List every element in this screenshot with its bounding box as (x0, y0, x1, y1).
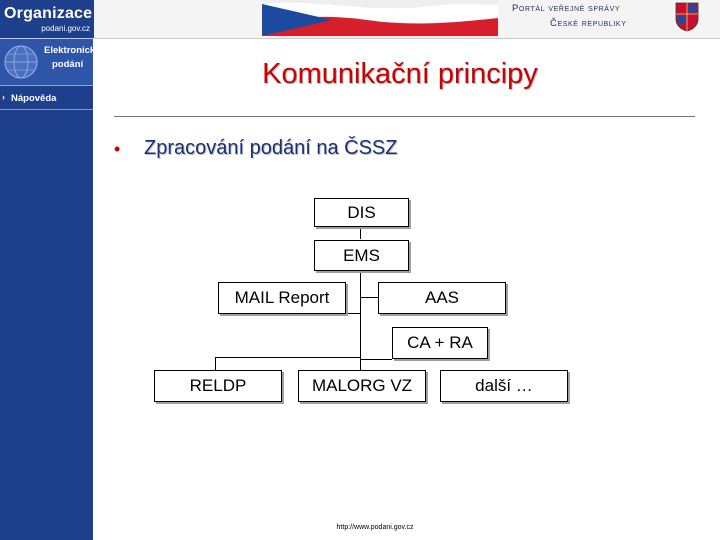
organization-title: Organizace (4, 5, 92, 23)
sidebar: Elektronická podání › Nápověda (0, 39, 93, 540)
node-dis: DIS (314, 198, 409, 227)
czech-flag-banner (262, 0, 498, 36)
service-label-line-1: Elektronická (44, 45, 101, 56)
slide-title: Komunikační principy (100, 58, 700, 91)
node-malorg-vz: MALORG VZ (298, 370, 426, 402)
globe-icon (2, 43, 40, 81)
portal-subtitle: České republiky (550, 18, 626, 29)
connector-trunk-reldp (215, 357, 361, 358)
organization-url: podani.gov.cz (41, 24, 90, 33)
node-aas: AAS (378, 282, 506, 314)
electronic-filing-link[interactable]: Elektronická podání (0, 39, 93, 86)
node-mail-report: MAIL Report (218, 282, 346, 314)
connector-reldp-drop (215, 357, 216, 370)
node-ems: EMS (314, 240, 409, 271)
connector-trunk (360, 271, 361, 371)
title-divider (114, 116, 695, 117)
node-dalsi: další … (440, 370, 568, 402)
node-ca-ra: CA + RA (392, 327, 488, 359)
connector-ems-aas (360, 297, 378, 298)
top-header: Organizace podani.gov.cz Portál veřejné … (0, 0, 720, 39)
connector-dis-ems (360, 227, 361, 239)
footer-url[interactable]: http://www.podani.gov.cz (300, 524, 450, 531)
sidebar-divider (0, 109, 93, 110)
portal-title: Portál veřejné správy (512, 3, 620, 14)
service-label-line-2: podání (52, 59, 83, 70)
state-emblem-icon (675, 2, 699, 32)
sidebar-item-help[interactable]: › Nápověda (0, 92, 93, 106)
sidebar-item-label: Nápověda (11, 93, 56, 104)
node-reldp: RELDP (154, 370, 282, 402)
bullet-text: Zpracování podání na ČSSZ (144, 137, 397, 160)
connector-ca-stub (360, 359, 392, 360)
bullet-icon: • (114, 139, 120, 160)
arrow-right-icon: › (2, 92, 5, 102)
connector-ems-mail (346, 313, 360, 314)
organization-banner[interactable]: Organizace podani.gov.cz (0, 0, 94, 38)
